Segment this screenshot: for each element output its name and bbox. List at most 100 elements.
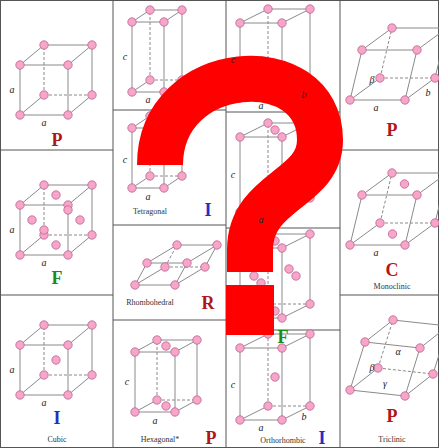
cell-edge bbox=[365, 320, 393, 342]
cell-edge bbox=[240, 23, 282, 24]
cell-edge bbox=[44, 45, 92, 46]
axis-label: c bbox=[231, 55, 235, 65]
lattice-atom bbox=[171, 408, 179, 416]
cell-edge bbox=[20, 345, 68, 346]
lattice-letter: P bbox=[52, 131, 63, 149]
cell-edge bbox=[365, 342, 420, 348]
lattice-atom bbox=[173, 241, 181, 249]
lattice-atom bbox=[40, 91, 48, 99]
axis-label: b bbox=[302, 412, 307, 422]
angle-label: β bbox=[370, 75, 375, 85]
lattice-atom bbox=[128, 88, 136, 96]
cell-edge bbox=[405, 348, 420, 396]
system-name: Triclinic bbox=[378, 436, 405, 444]
axis-label: a bbox=[374, 248, 379, 258]
cell-edge bbox=[350, 100, 405, 101]
unit-cell bbox=[346, 316, 439, 400]
lattice-letter: R bbox=[202, 294, 215, 312]
cell-edge bbox=[157, 340, 197, 341]
lattice-atom bbox=[388, 169, 396, 177]
lattice-atom bbox=[52, 241, 60, 249]
cell-edge bbox=[20, 65, 68, 66]
cell-edge bbox=[20, 115, 68, 116]
lattice-atom bbox=[64, 111, 72, 119]
lattice-atom bbox=[40, 321, 48, 329]
lattice-atom bbox=[40, 371, 48, 379]
cell-edge bbox=[240, 334, 268, 348]
cell-edge bbox=[405, 374, 433, 396]
unit-cell bbox=[346, 169, 439, 249]
axis-label: b bbox=[426, 88, 431, 98]
lattice-atom bbox=[183, 259, 191, 267]
lattice-atom bbox=[358, 46, 366, 54]
lattice-atom bbox=[160, 18, 168, 26]
axis-label: a bbox=[259, 101, 264, 111]
lattice-atom bbox=[171, 348, 179, 356]
lattice-atom bbox=[160, 184, 168, 192]
cell-edge bbox=[20, 255, 68, 256]
cell-edge bbox=[44, 235, 92, 236]
grid-line bbox=[113, 320, 226, 321]
angle-label: α bbox=[395, 347, 400, 357]
axis-label: a bbox=[10, 365, 15, 375]
system-name: Tetragonal bbox=[133, 208, 167, 216]
lattice-atom bbox=[88, 231, 96, 239]
lattice-atom bbox=[76, 216, 84, 224]
lattice-atom bbox=[64, 391, 72, 399]
lattice-atom bbox=[278, 244, 286, 252]
system-name: Monoclinic bbox=[374, 283, 411, 291]
cell-edge bbox=[187, 245, 217, 263]
cell-edge bbox=[380, 223, 435, 224]
cell-edge bbox=[164, 22, 165, 92]
cell-edge bbox=[150, 80, 182, 81]
grid-line bbox=[113, 0, 114, 448]
lattice-atom bbox=[306, 5, 314, 13]
unit-cell bbox=[16, 181, 96, 259]
lattice-atom bbox=[236, 416, 244, 424]
axis-label: c bbox=[231, 380, 235, 390]
cell-edge bbox=[310, 334, 311, 406]
cell-edge bbox=[150, 176, 182, 177]
lattice-atom bbox=[201, 263, 209, 271]
cell-edge bbox=[150, 10, 151, 80]
unit-cell bbox=[131, 241, 221, 289]
lattice-atom bbox=[28, 216, 36, 224]
cell-edge bbox=[240, 137, 241, 212]
lattice-letter: C bbox=[386, 261, 399, 279]
lattice-atom bbox=[178, 172, 186, 180]
cell-edge bbox=[268, 304, 310, 305]
cell-edge bbox=[362, 195, 417, 196]
lattice-atom bbox=[431, 74, 439, 82]
lattice-letter: I bbox=[318, 429, 325, 447]
axis-label: a bbox=[10, 225, 15, 235]
lattice-atom bbox=[88, 91, 96, 99]
lattice-atom bbox=[306, 330, 314, 338]
axis-label: b bbox=[302, 90, 307, 100]
cell-edge bbox=[405, 195, 417, 245]
lattice-atom bbox=[278, 133, 286, 141]
lattice-atom bbox=[236, 133, 244, 141]
lattice-atom bbox=[416, 344, 424, 352]
lattice-atom bbox=[88, 41, 96, 49]
lattice-atom bbox=[88, 181, 96, 189]
lattice-atom bbox=[153, 336, 161, 344]
lattice-atom bbox=[264, 119, 272, 127]
cell-edge bbox=[132, 128, 133, 188]
cell-edge bbox=[135, 285, 175, 286]
cell-edge bbox=[92, 185, 93, 235]
grid-line bbox=[113, 225, 226, 226]
lattice-atom bbox=[306, 402, 314, 410]
cell-edge bbox=[44, 185, 92, 186]
question-mark bbox=[160, 79, 320, 272]
axis-label: a bbox=[153, 416, 158, 426]
lattice-atom bbox=[264, 402, 272, 410]
axis-label: c bbox=[123, 52, 127, 62]
lattice-atom bbox=[389, 316, 397, 324]
axis-label: a bbox=[42, 398, 47, 408]
cell-edge bbox=[132, 188, 164, 189]
lattice-atom bbox=[236, 344, 244, 352]
lattice-atom bbox=[146, 76, 154, 84]
lattice-atom bbox=[162, 402, 170, 410]
cell-edge bbox=[417, 173, 439, 195]
